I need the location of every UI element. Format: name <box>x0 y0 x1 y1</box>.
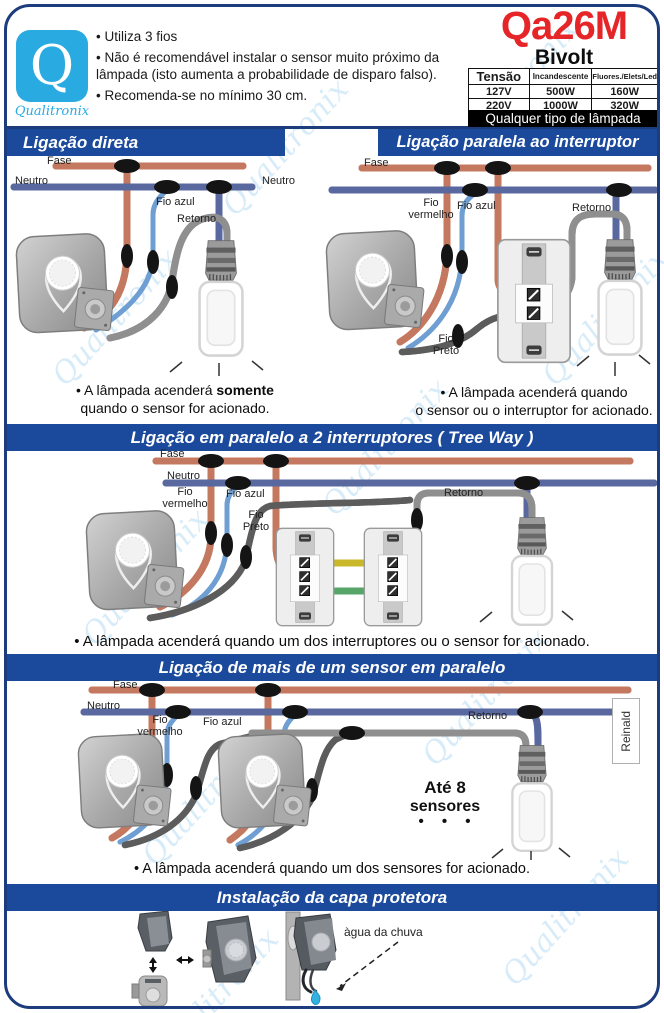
max-sensors-line1: Até 8 <box>424 778 466 797</box>
header-divider <box>7 126 657 129</box>
caption-text: • A lâmpada acenderá quando <box>440 384 628 400</box>
note-item: Utiliza 3 fios <box>96 28 468 46</box>
section-title-protective-cover: Instalação da capa protetora <box>7 884 657 911</box>
label-retorno: Retorno <box>468 710 508 722</box>
section-title-direct: Ligação direta <box>7 129 285 156</box>
lamp-rays <box>479 610 574 623</box>
caption-text: • A lâmpada acenderá <box>76 382 217 398</box>
wire-connectors <box>198 454 540 569</box>
spec-cell: 1000W <box>528 98 593 113</box>
label-fio-preto: Fio Preto <box>432 333 460 358</box>
ellipsis-dots: • • • <box>418 813 478 830</box>
exploded-cover-step <box>131 910 194 1007</box>
wire-connectors <box>139 683 543 802</box>
water-drop-icon <box>311 989 321 1005</box>
parallel-switch-diagram <box>324 161 657 376</box>
label-fio-azul: Fio azul <box>226 488 265 500</box>
spec-header: Incandescente <box>528 68 593 85</box>
label-neutro: Neutro <box>87 700 121 712</box>
wire-connectors <box>114 159 232 299</box>
label-fase: Fase <box>160 448 185 460</box>
label-retorno: Retorno <box>177 213 217 225</box>
three-way-switch-right <box>363 527 423 627</box>
wall-mounted-cover-step <box>285 911 399 1005</box>
lamp-illustration <box>510 516 554 627</box>
wall-switch-illustration <box>496 238 572 364</box>
logo-letter: Q <box>29 34 75 97</box>
tree-way-diagram <box>84 454 657 627</box>
model-title: Qa26M <box>500 4 628 48</box>
label-neutro: Neutro <box>15 175 49 187</box>
neutro-wire <box>10 183 256 244</box>
label-neutro: Neutro <box>262 175 296 187</box>
label-fase: Fase <box>364 157 389 169</box>
motion-sensor-illustration <box>76 732 173 830</box>
spec-cell: 500W <box>528 84 593 99</box>
brand-name: Qualitronix <box>14 104 90 119</box>
section-title-multi-sensor: Ligação de mais de um sensor em paralelo <box>7 654 657 681</box>
voltage-label: Bivolt <box>534 46 594 69</box>
caption-tree-way: • A lâmpada acenderá quando um dos inter… <box>74 633 590 650</box>
retorno-wire <box>248 729 530 750</box>
spec-cell: 127V <box>468 84 530 99</box>
section-title-tree-way: Ligação em paralelo a 2 interruptores ( … <box>7 424 657 451</box>
label-fio-preto: Fio Preto <box>242 509 270 534</box>
lamp-rays <box>491 847 571 860</box>
lamp-rays <box>169 360 264 376</box>
label-fio-vermelho: Fio vermelho <box>137 714 183 739</box>
caption-text: o sensor ou o interruptor for acionado. <box>415 402 653 419</box>
brand-logo: Q <box>16 30 88 102</box>
caption-text: quando o sensor for acionado. <box>80 400 270 417</box>
label-retorno: Retorno <box>444 487 484 499</box>
side-note-text: Reinald <box>619 710 633 752</box>
rain-label: àgua da chuva <box>344 925 423 939</box>
motion-sensor-illustration <box>14 231 116 335</box>
assembled-cover-step <box>202 915 257 983</box>
caption-bold: somente <box>216 382 274 398</box>
lamp-illustration <box>198 239 244 357</box>
direct-connection-diagram <box>10 159 264 376</box>
caption-multi-sensor: • A lâmpada acenderá quando um dos senso… <box>133 861 531 877</box>
caption-direct: • A lâmpada acenderá somente quando o se… <box>70 381 280 417</box>
rain-arrow <box>339 941 399 987</box>
protective-cover-diagram <box>131 910 399 1007</box>
label-fio-vermelho: Fio vermelho <box>408 197 454 222</box>
motion-sensor-illustration <box>84 508 186 612</box>
fio-preto-wire <box>146 496 414 622</box>
three-way-switch-left <box>275 527 335 627</box>
section-title-parallel-switch: Ligação paralela ao interruptor <box>378 129 657 156</box>
label-retorno: Retorno <box>572 202 612 214</box>
max-sensors-line2: sensores <box>409 798 481 815</box>
motion-sensor-illustration <box>216 732 313 830</box>
label-fase: Fase <box>47 155 72 167</box>
label-fio-azul: Fio azul <box>156 196 195 208</box>
note-item: Recomenda-se no mínimo 30 cm. <box>96 87 468 105</box>
lamp-illustration <box>597 238 643 356</box>
label-fio-azul: Fio azul <box>457 200 496 212</box>
motion-sensor-illustration <box>324 228 426 332</box>
caption-parallel-switch: • A lâmpada acenderá quando o sensor ou … <box>408 383 660 419</box>
note-item: Não é recomendável instalar o sensor mui… <box>96 49 468 84</box>
side-note-box: Reinald <box>612 698 640 764</box>
multi-sensor-diagram <box>76 683 632 860</box>
label-fase: Fase <box>113 679 138 691</box>
spec-header: Fluores./Elets/Led <box>591 68 658 85</box>
lamp-type-banner: Qualquer tipo de lâmpada <box>468 110 658 127</box>
lamp-illustration <box>511 744 553 853</box>
usage-notes: Utiliza 3 fios Não é recomendável instal… <box>96 28 468 107</box>
spec-cell: 160W <box>591 84 658 99</box>
label-fio-azul: Fio azul <box>203 716 242 728</box>
label-fio-vermelho: Fio vermelho <box>162 486 208 511</box>
spec-table: Tensão Incandescente Fluores./Elets/Led … <box>468 68 658 113</box>
spec-header: Tensão <box>468 68 530 85</box>
retorno-wire <box>106 217 231 342</box>
wire-connectors <box>434 161 632 348</box>
label-neutro: Neutro <box>167 470 201 482</box>
lamp-rays <box>576 354 651 376</box>
